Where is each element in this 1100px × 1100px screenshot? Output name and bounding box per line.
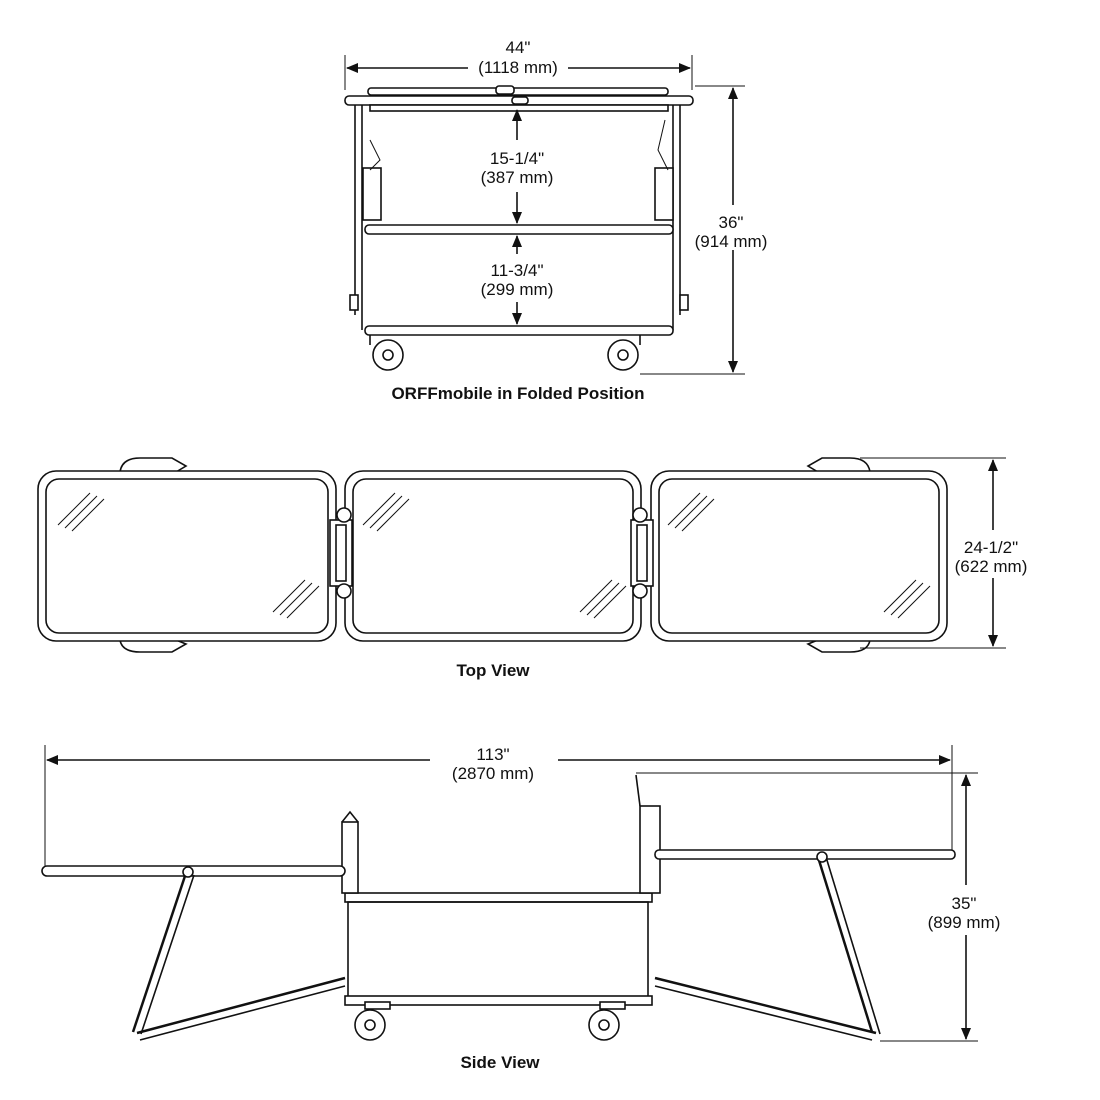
depth-mm: (622 mm) bbox=[955, 557, 1028, 576]
handle-left bbox=[119, 457, 188, 653]
upper-shelf-inches: 15-1/4" bbox=[490, 149, 544, 168]
side-cart-drawing bbox=[341, 774, 661, 1041]
folded-view-caption: ORFFmobile in Folded Position bbox=[391, 384, 644, 403]
left-table-wing bbox=[41, 865, 346, 1041]
panel-center bbox=[344, 470, 642, 642]
folded-width-mm: (1118 mm) bbox=[478, 58, 558, 77]
upper-shelf-mm: (387 mm) bbox=[481, 168, 554, 187]
top-view-caption: Top View bbox=[456, 661, 530, 680]
panel-right bbox=[650, 470, 948, 642]
hinge-right bbox=[630, 507, 654, 599]
top-view: 24-1/2" (622 mm) Top View bbox=[37, 457, 1028, 680]
folded-width-inches: 44" bbox=[506, 38, 531, 57]
wheel-right bbox=[607, 339, 639, 371]
hinge-left bbox=[329, 507, 353, 599]
lower-shelf-inches: 11-3/4" bbox=[491, 261, 544, 280]
panel-left bbox=[37, 470, 337, 642]
folded-cart-drawing bbox=[344, 85, 694, 371]
right-table-wing bbox=[654, 849, 956, 1041]
extended-length-inches: 113" bbox=[476, 745, 509, 764]
side-view: 113" (2870 mm) 35" (899 mm) Side View bbox=[41, 745, 1001, 1072]
depth-inches: 24-1/2" bbox=[964, 538, 1018, 557]
side-height-mm: (899 mm) bbox=[928, 913, 1001, 932]
side-height-inches: 35" bbox=[952, 894, 977, 913]
folded-height-mm: (914 mm) bbox=[695, 232, 768, 251]
side-view-caption: Side View bbox=[460, 1053, 540, 1072]
lower-shelf-mm: (299 mm) bbox=[481, 280, 554, 299]
folded-view: 44" (1118 mm) 15-1/4" (387 mm) 11-3/4" (… bbox=[344, 38, 768, 403]
handle-right bbox=[806, 457, 871, 653]
extended-length-mm: (2870 mm) bbox=[452, 764, 534, 783]
wheel-left bbox=[372, 339, 404, 371]
folded-height-inches: 36" bbox=[719, 213, 744, 232]
